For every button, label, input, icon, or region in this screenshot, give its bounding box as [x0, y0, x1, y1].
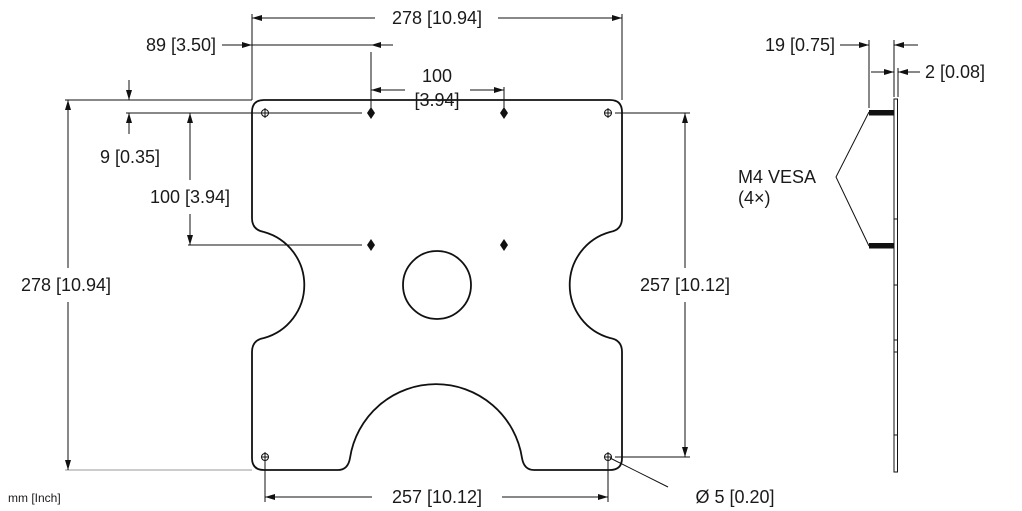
hole-icon [604, 108, 612, 118]
plate-outline [251, 99, 623, 471]
corner-holes [261, 108, 612, 462]
stud-icon [367, 239, 375, 251]
dim-vesa-h-mm: 100 [422, 66, 452, 86]
dim-corner-spacing-h: 257 [10.12] [392, 487, 482, 507]
dim-corner-spacing-v: 257 [10.12] [640, 275, 730, 295]
stud-side [869, 110, 894, 116]
dim-edge-to-hole: 89 [3.50] [146, 35, 216, 55]
center-cutout [402, 250, 472, 320]
stud-icon [500, 239, 508, 251]
stud-side [869, 243, 894, 249]
dim-top-offset: 9 [0.35] [100, 147, 160, 167]
vesa-studs [367, 107, 508, 251]
side-view: M4 VESA (4×) 19 [0.75] 2 [0.08] [738, 35, 985, 473]
dim-hole-diameter: Ø 5 [0.20] [695, 487, 774, 507]
units-label: mm [Inch] [8, 491, 61, 505]
dim-overall-width: 278 [10.94] [392, 8, 482, 28]
dim-vesa-h-inch: [3.94] [414, 90, 459, 110]
dim-vesa-v: 100 [3.94] [150, 187, 230, 207]
dim-overall-height: 278 [10.94] [21, 275, 111, 295]
stud-label-line1: M4 VESA [738, 167, 816, 187]
dim-plate-thickness: 2 [0.08] [925, 62, 985, 82]
stud-label-line2: (4×) [738, 188, 771, 208]
dim-stud-depth: 19 [0.75] [765, 35, 835, 55]
